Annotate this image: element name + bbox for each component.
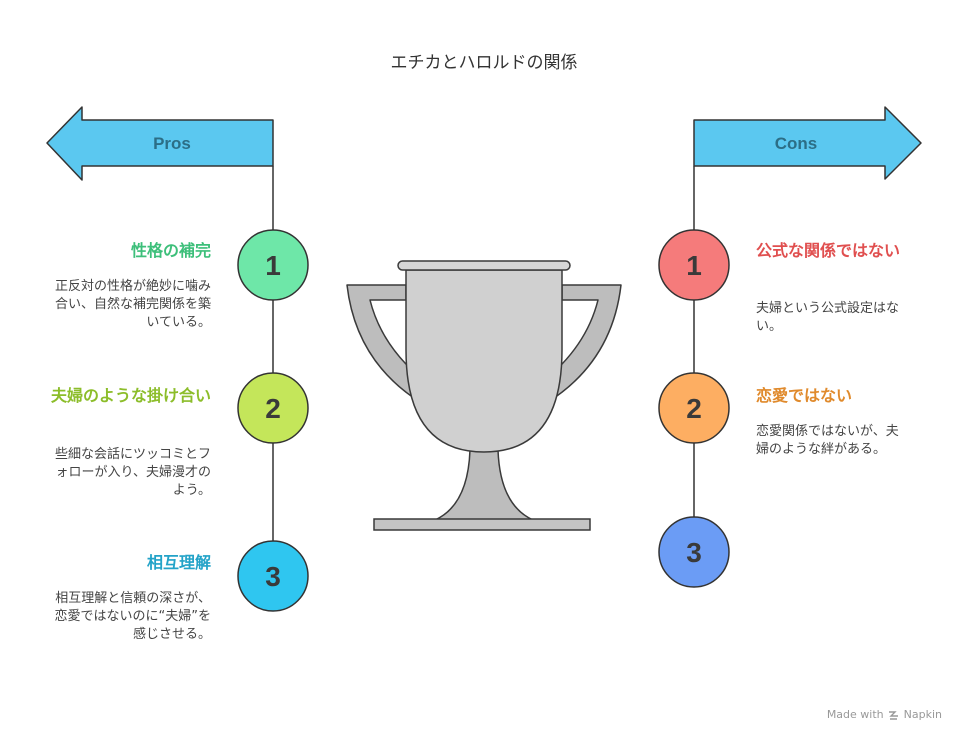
pros-arrow: Pros bbox=[46, 106, 274, 181]
cons-number-circle-3 bbox=[658, 516, 730, 588]
napkin-logo-icon bbox=[888, 710, 898, 720]
cons-item-1-desc: 夫婦という公式設定はない。 bbox=[756, 301, 900, 334]
pros-number-circle-3 bbox=[237, 540, 309, 612]
footer-brand: Napkin bbox=[903, 708, 942, 721]
page-title: エチカとハロルドの関係 bbox=[390, 53, 578, 73]
pros-number-label-3: 3 bbox=[265, 561, 281, 592]
cons-number-circle-1 bbox=[658, 229, 730, 301]
pros-number-circle-2 bbox=[237, 372, 309, 444]
cons-number-label-3: 3 bbox=[686, 537, 702, 568]
pros-item-2-title: 夫婦のような掛け合い bbox=[50, 386, 211, 405]
pros-label: Pros bbox=[153, 134, 191, 153]
trophy-icon bbox=[346, 260, 622, 531]
cons-item-2-title: 恋愛ではない bbox=[756, 386, 853, 405]
footer-credit: Made with Napkin bbox=[827, 708, 942, 721]
cons-label: Cons bbox=[775, 134, 818, 153]
pros-item-3-title: 相互理解 bbox=[146, 553, 211, 572]
cons-arrow: Cons bbox=[693, 106, 922, 180]
pros-item-3-desc: 相互理解と信頼の深さが、恋愛ではないのに“夫婦”を感じさせる。 bbox=[54, 591, 211, 642]
footer-text: Made with bbox=[826, 708, 884, 721]
cons-number-badge-3: 3 bbox=[658, 516, 730, 588]
cons-number-badge-1: 1 bbox=[658, 229, 730, 301]
cons-number-label-1: 1 bbox=[686, 250, 702, 281]
pros-number-circle-1 bbox=[237, 229, 309, 301]
cons-number-label-2: 2 bbox=[686, 393, 702, 424]
cons-number-badge-2: 2 bbox=[658, 372, 730, 444]
pros-number-label-1: 1 bbox=[265, 250, 281, 281]
cons-item-2-desc: 恋愛関係ではないが、夫婦のような絆がある。 bbox=[756, 424, 899, 457]
pros-item-2-desc: 些細な会話にツッコミとフォローが入り、夫婦漫才のよう。 bbox=[54, 447, 211, 498]
pros-number-label-2: 2 bbox=[265, 393, 281, 424]
pros-item-1-desc: 正反対の性格が絶妙に噛み合い、自然な補完関係を築いている。 bbox=[54, 279, 211, 330]
cons-item-1-title: 公式な関係ではない bbox=[756, 241, 901, 260]
pros-item-1-title: 性格の補完 bbox=[130, 241, 211, 260]
pros-number-badge-2: 2 bbox=[237, 372, 309, 444]
pros-number-badge-3: 3 bbox=[237, 540, 309, 612]
cons-number-circle-2 bbox=[658, 372, 730, 444]
pros-number-badge-1: 1 bbox=[237, 229, 309, 301]
